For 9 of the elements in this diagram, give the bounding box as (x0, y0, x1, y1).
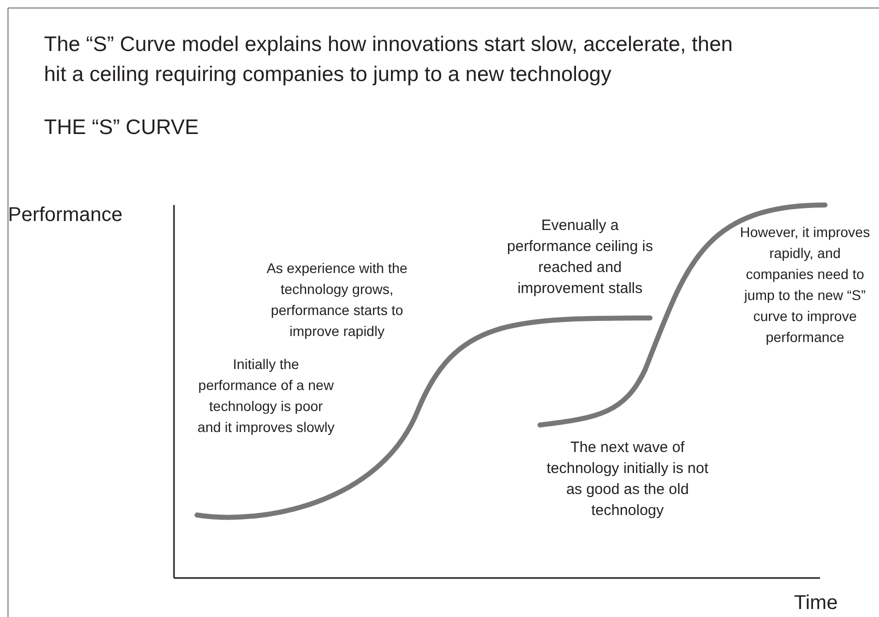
annotation: Evenually a performance ceiling is reached and improvement stalls (506, 216, 654, 299)
annotation: The next wave of technology initially is not as good as the old technology (546, 438, 710, 521)
subtitle: THE “S” CURVE (44, 115, 200, 141)
annotation: However, it improves rapidly, and companies need to jump to the new “S” curve to improve performance (740, 223, 870, 347)
axis-label: Performance (8, 203, 124, 228)
annotation: Initially the performance of a new technology is poor and it improves slowly (196, 355, 336, 437)
heading: The “S” Curve model explains how innovations start slow, accelerate, then hit a ceiling requiring companies to jump to a new technology (44, 32, 734, 88)
axis-label: Time (794, 591, 839, 616)
annotation: As experience with the technology grows, performance starts to improve rapidly (266, 259, 408, 341)
